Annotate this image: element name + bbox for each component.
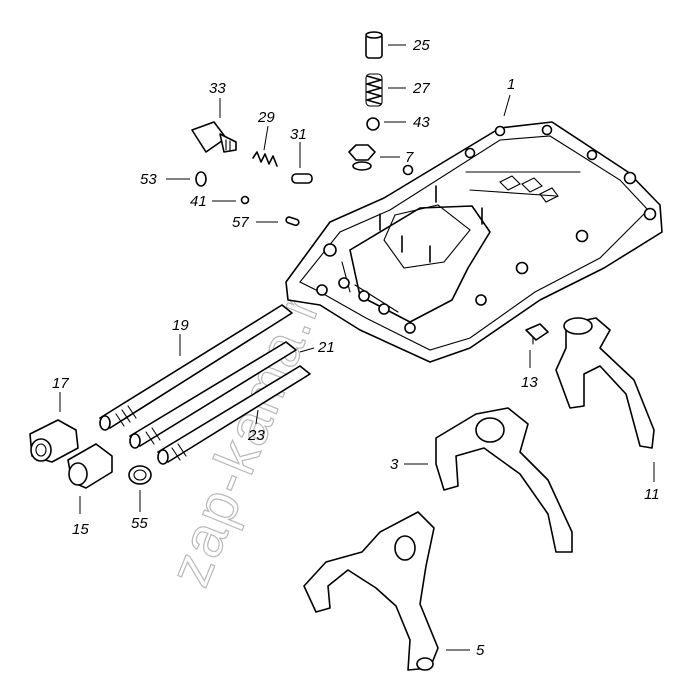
part-31-pin [291,173,313,184]
callout-33: 33 [209,80,226,97]
part-7-plug [348,144,376,171]
callout-19: 19 [172,317,189,334]
callout-7: 7 [405,149,414,166]
callout-27: 27 [412,80,430,97]
callout-11: 11 [644,486,660,503]
callout-15: 15 [72,521,89,538]
part-43-ball [366,117,380,131]
part-11-fork [555,317,655,449]
callout-17: 17 [52,375,69,392]
part-3-fork [435,407,573,553]
part-21-rod [129,341,297,449]
part-33-breather [191,121,237,153]
callout-31: 31 [290,126,307,143]
part-17-head [29,419,79,463]
part-19-rod [99,304,293,431]
part-1-housing-cover [285,121,663,363]
callout-25: 25 [412,37,430,54]
callout-21: 21 [317,339,335,356]
part-15-head [67,443,113,489]
part-53-washer [195,171,207,187]
callout-1: 1 [507,76,515,93]
callout-53: 53 [140,171,157,188]
part-25-sleeve [365,31,383,59]
part-29-spring [252,151,278,167]
part-27-spring [365,73,383,107]
callout-5: 5 [476,642,485,659]
part-41-ball [240,195,250,205]
callout-29: 29 [257,109,275,126]
callout-23: 23 [247,427,265,444]
callout-43: 43 [413,114,430,131]
callout-41: 41 [190,193,207,210]
part-13-bolt [525,323,549,345]
callout-55: 55 [131,515,148,532]
part-5-fork [303,511,439,671]
callout-3: 3 [390,456,399,473]
callout-57: 57 [232,214,249,231]
part-23-rod [157,365,311,465]
part-55-ring [128,465,152,485]
callout-13: 13 [521,374,538,391]
leader-lines [59,44,655,651]
part-57-pin [285,216,300,227]
